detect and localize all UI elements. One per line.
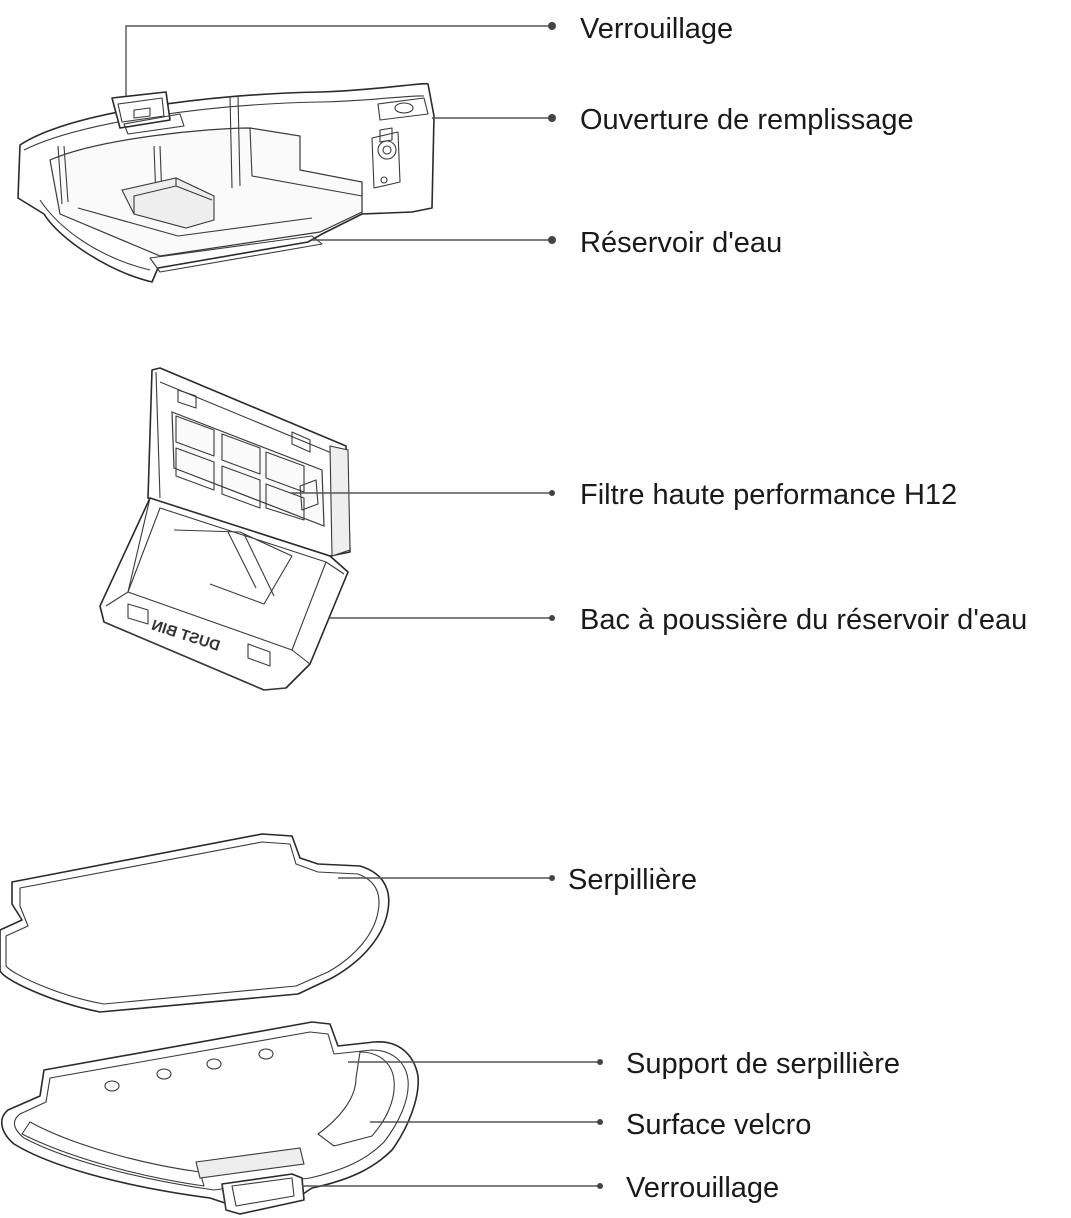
label-water-tank: Réservoir d'eau [580,227,782,259]
mop-holder-illustration [1,1021,419,1215]
callout-lines [125,22,603,1189]
water-tank-illustration [17,82,435,283]
label-hepa-filter: Filtre haute performance H12 [580,479,957,511]
label-lock-bottom: Verrouillage [626,1172,779,1204]
label-mop-holder: Support de serpillière [626,1048,900,1080]
dust-bin-illustration: DUST BIN [99,367,351,691]
label-fill-opening: Ouverture de remplissage [580,104,914,136]
label-velcro: Surface velcro [626,1109,811,1141]
label-lock-top: Verrouillage [580,13,733,45]
callout-labels: Verrouillage Ouverture de remplissage Ré… [568,13,1027,1204]
mop-illustration [0,833,390,1013]
label-dust-bin: Bac à poussière du réservoir d'eau [580,604,1027,636]
label-mop: Serpillière [568,864,697,896]
